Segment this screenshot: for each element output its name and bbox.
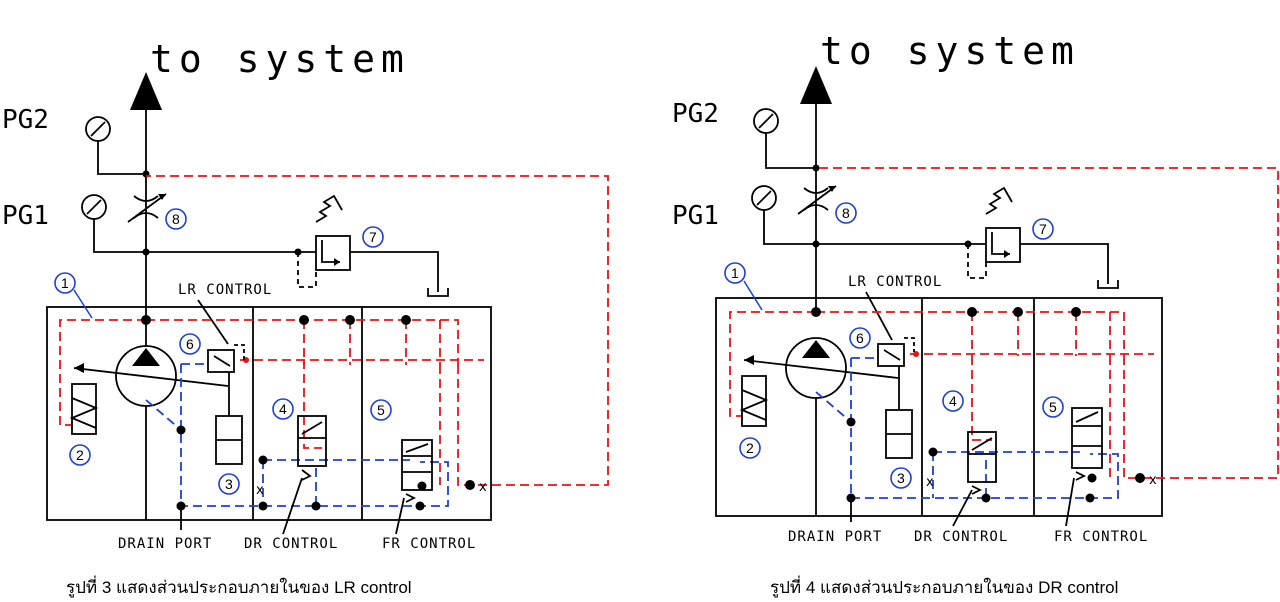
pilot-line (59, 319, 146, 426)
drain-line (850, 358, 1119, 499)
to-system-label: to system (150, 37, 410, 81)
pressure-gauge-icon (753, 108, 816, 169)
callout-7 (362, 226, 384, 248)
callout-4-label: 4 (949, 393, 957, 409)
pump-icon (73, 345, 229, 407)
spring-icon (739, 375, 769, 427)
callout-7-label: 7 (369, 229, 377, 245)
drain-line (180, 364, 449, 507)
callout-6-label: 6 (186, 336, 194, 352)
callout-4-label: 4 (279, 401, 287, 417)
pg1-label: PG1 (672, 201, 719, 231)
callout-6-label: 6 (856, 330, 864, 346)
callout-5 (1042, 396, 1064, 418)
callout-3-label: 3 (897, 470, 905, 486)
pg1-label: PG1 (2, 201, 49, 231)
relief-valve-icon (315, 194, 351, 271)
pg2-label: PG2 (2, 105, 49, 135)
pump-housing (715, 297, 1163, 517)
tank-icon (427, 288, 449, 297)
callout-4 (272, 398, 294, 420)
cylinder-icon (885, 366, 913, 459)
callout-6 (849, 327, 871, 349)
callout-5-label: 5 (377, 402, 385, 418)
pressure-gauge-icon (85, 116, 146, 175)
dr-control-label: DR CONTROL (914, 529, 1008, 545)
callout-1 (724, 262, 746, 284)
callout-4 (942, 390, 964, 412)
valve-icon (401, 439, 433, 503)
up-arrow-icon (800, 66, 832, 104)
figure-caption: รูปที่ 4 แสดงส่วนประกอบภายในของ DR contr… (770, 575, 1118, 598)
pump-icon (743, 337, 899, 399)
pump-housing (46, 306, 492, 521)
variable-orifice-icon (797, 185, 837, 215)
drain-port-label: DRAIN PORT (788, 529, 882, 545)
lr-control-label: LR CONTROL (178, 282, 272, 298)
callout-6 (179, 333, 201, 355)
lr-control-label: LR CONTROL (848, 274, 942, 290)
pressure-gauge-icon (81, 194, 146, 253)
valve-icon (297, 415, 327, 481)
to-system-label: to system (820, 29, 1080, 73)
fr-control-label: FR CONTROL (382, 536, 476, 552)
callout-2-label: 2 (746, 440, 754, 456)
callout-3-label: 3 (225, 476, 233, 492)
spring-icon (69, 383, 99, 435)
pressure-gauge-icon (751, 185, 816, 245)
variable-orifice-icon (127, 193, 167, 223)
figure-lr-control: to system PG2 PG1 8 (2, 37, 609, 598)
callout-1-label: 1 (731, 265, 739, 281)
callout-2 (69, 444, 91, 466)
callout-8 (835, 202, 857, 224)
figure-dr-control: to system PG2 PG1 8 (672, 29, 1279, 598)
valve-icon (1071, 407, 1103, 481)
pg2-label: PG2 (672, 99, 719, 129)
callout-2-label: 2 (76, 447, 84, 463)
drain-port-label: DRAIN PORT (118, 536, 212, 552)
callout-7-label: 7 (1039, 221, 1047, 237)
up-arrow-icon (130, 72, 162, 110)
svg-text:x: x (256, 483, 264, 498)
relief-valve-icon (985, 186, 1021, 263)
pilot-line (729, 311, 816, 417)
valve-icon (877, 337, 915, 367)
valve-icon (207, 344, 245, 373)
dr-control-label: DR CONTROL (244, 536, 338, 552)
tank-icon (1097, 280, 1119, 289)
svg-text:x: x (926, 475, 934, 490)
callout-5-label: 5 (1049, 399, 1057, 415)
callout-8-label: 8 (172, 211, 180, 227)
callout-1 (54, 272, 76, 294)
callout-2 (739, 437, 761, 459)
callout-8 (165, 208, 187, 230)
callout-1-label: 1 (61, 275, 69, 291)
cylinder-icon (215, 372, 243, 465)
fr-control-label: FR CONTROL (1054, 529, 1148, 545)
callout-8-label: 8 (842, 205, 850, 221)
callout-5 (370, 399, 392, 421)
valve-icon (967, 431, 997, 495)
svg-text:x: x (1149, 473, 1157, 488)
figure-caption: รูปที่ 3 แสดงส่วนประกอบภายในของ LR contr… (66, 575, 412, 598)
callout-7 (1032, 218, 1054, 240)
callout-3 (218, 473, 240, 495)
callout-3 (890, 467, 912, 489)
svg-text:x: x (479, 480, 487, 495)
